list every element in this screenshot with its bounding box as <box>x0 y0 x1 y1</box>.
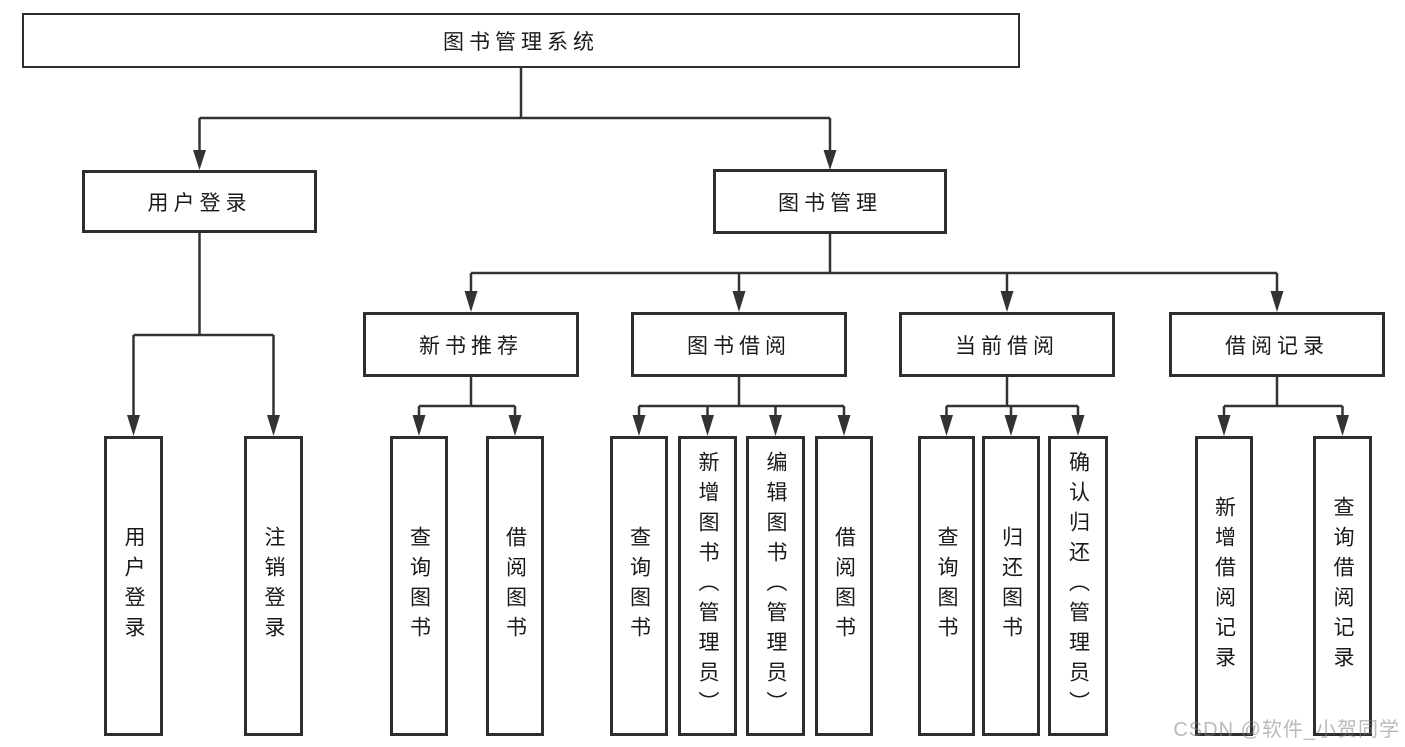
node-borrowing-records: 借阅记录 <box>1169 312 1385 377</box>
leaf-user-login: 用户登录 <box>104 436 163 736</box>
node-label: 查询图书 <box>407 526 431 646</box>
node-label: 归还图书 <box>999 526 1023 646</box>
node-label: 查询图书 <box>935 526 959 646</box>
node-label: 确认归还（管理员） <box>1066 451 1090 721</box>
leaf-add-borrow-record: 新增借阅记录 <box>1195 436 1253 736</box>
leaf-return-books: 归还图书 <box>982 436 1040 736</box>
connector-root-to-level2 <box>193 68 837 170</box>
node-book-management: 图书管理 <box>713 169 947 234</box>
node-label: 借阅图书 <box>832 526 856 646</box>
connector-book-borrowing-to-leaves <box>632 377 851 436</box>
leaf-query-books-current: 查询图书 <box>918 436 975 736</box>
connector-current-borrowing-to-leaves <box>940 377 1085 436</box>
node-current-borrowing: 当前借阅 <box>899 312 1115 377</box>
leaf-edit-book-admin: 编辑图书（管理员） <box>746 436 805 736</box>
leaf-borrow-books-recommend: 借阅图书 <box>486 436 544 736</box>
node-label: 新增图书（管理员） <box>696 451 720 721</box>
node-library-management-system: 图书管理系统 <box>22 13 1020 68</box>
node-label: 查询借阅记录 <box>1331 496 1355 676</box>
leaf-query-books-borrowing: 查询图书 <box>610 436 668 736</box>
node-label: 借阅记录 <box>1225 334 1329 358</box>
node-label: 用户登录 <box>147 191 252 215</box>
node-label: 图书管理系统 <box>443 30 599 54</box>
leaf-borrow-books-borrowing: 借阅图书 <box>815 436 873 736</box>
csdn-watermark: CSDN @软件_小贺同学 <box>1173 719 1400 741</box>
node-label: 编辑图书（管理员） <box>764 451 788 721</box>
node-book-borrowing: 图书借阅 <box>631 312 847 377</box>
node-label: 图书借阅 <box>687 334 791 358</box>
node-label: 注销登录 <box>262 526 286 646</box>
node-label: 当前借阅 <box>955 334 1059 358</box>
node-new-book-recommend: 新书推荐 <box>363 312 579 377</box>
leaf-add-book-admin: 新增图书（管理员） <box>678 436 737 736</box>
leaf-query-borrow-record: 查询借阅记录 <box>1313 436 1372 736</box>
node-label: 图书管理 <box>778 191 882 215</box>
connector-new-book-recommend-to-leaves <box>412 377 522 436</box>
node-label: 新增借阅记录 <box>1212 496 1236 676</box>
leaf-logout: 注销登录 <box>244 436 303 736</box>
connector-user-login-to-leaves <box>127 233 280 436</box>
leaf-query-books-recommend: 查询图书 <box>390 436 448 736</box>
node-label: 查询图书 <box>627 526 651 646</box>
node-label: 借阅图书 <box>503 526 527 646</box>
node-label: 用户登录 <box>122 526 146 646</box>
connector-borrowing-records-to-leaves <box>1217 377 1349 436</box>
node-label: 新书推荐 <box>419 334 523 358</box>
node-user-login: 用户登录 <box>82 170 317 233</box>
leaf-confirm-return-admin: 确认归还（管理员） <box>1048 436 1108 736</box>
connector-book-management-to-level3 <box>464 233 1284 312</box>
